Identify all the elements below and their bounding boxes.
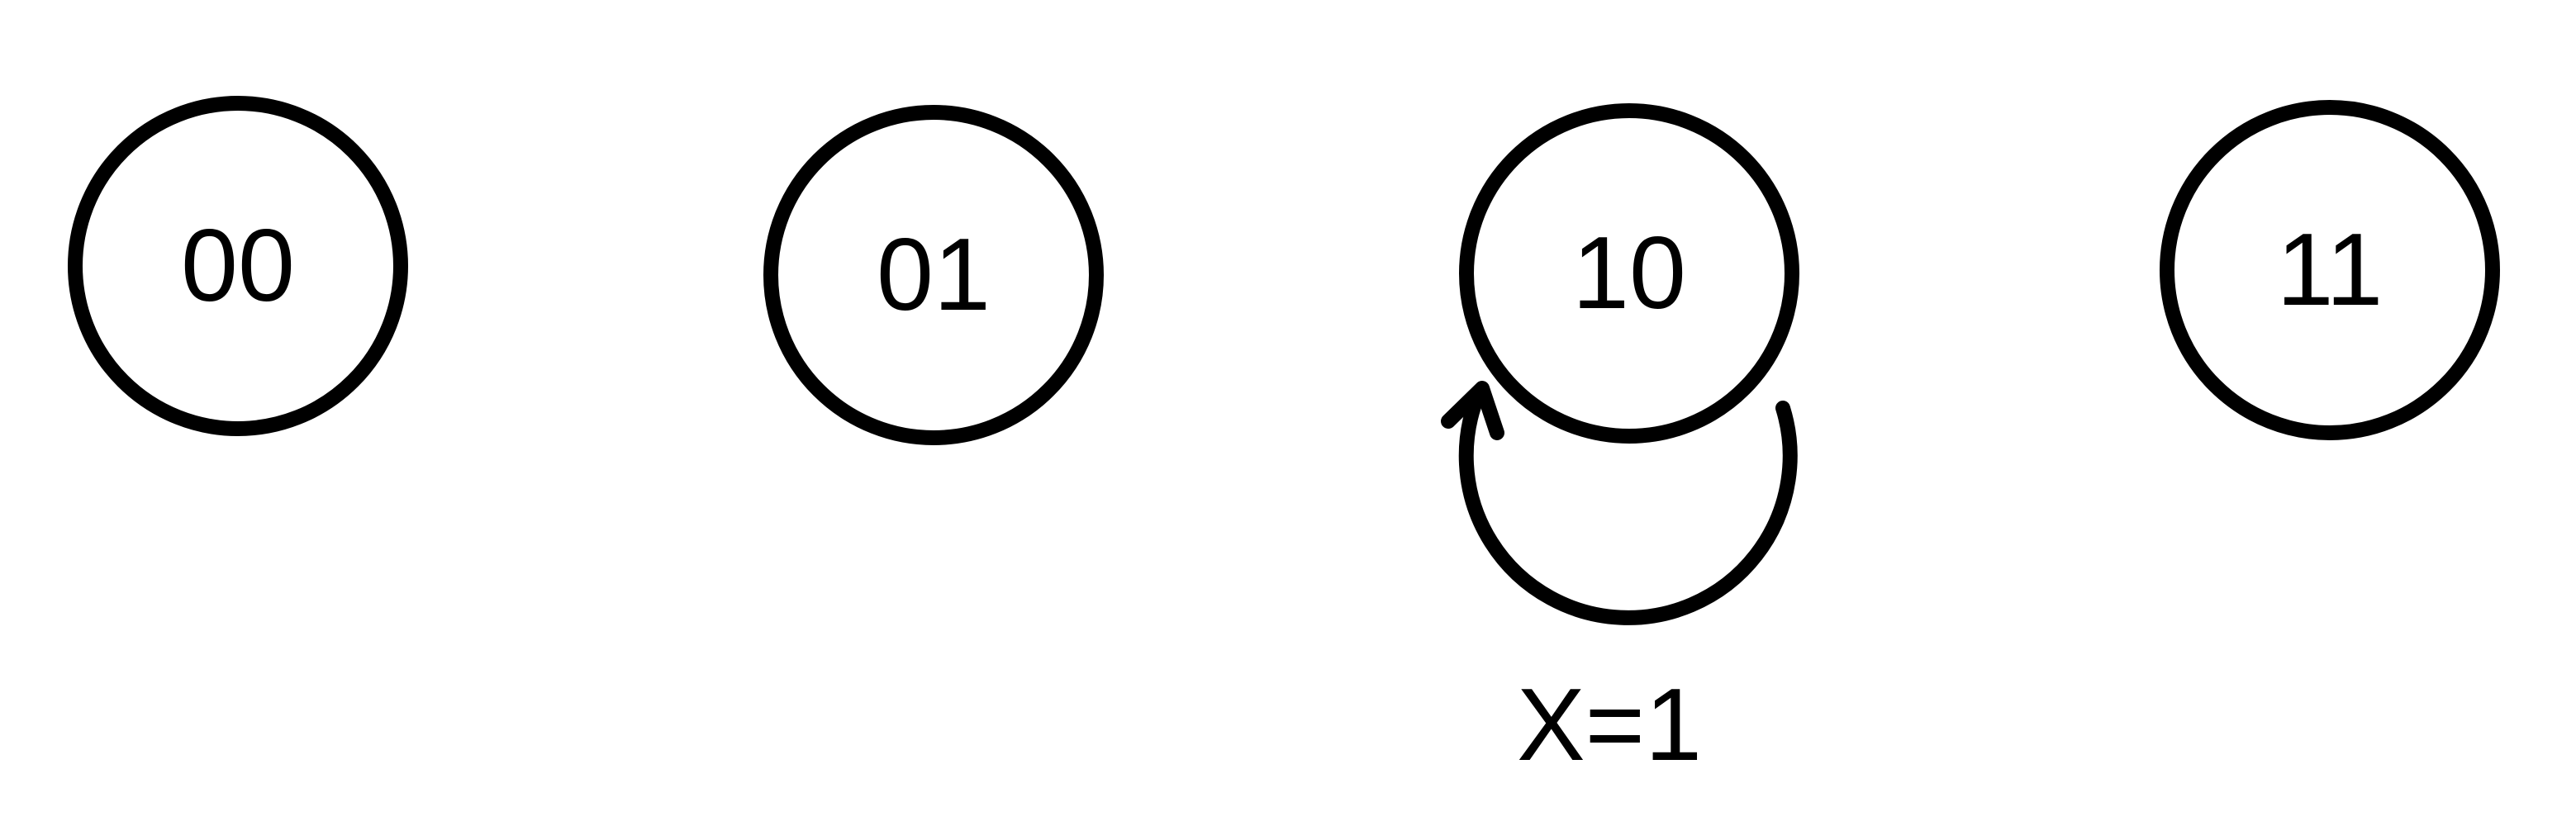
state-label-00: 00 <box>181 209 295 323</box>
self-loop-arrowhead <box>1441 381 1504 440</box>
state-node-10: 10 <box>1459 103 1799 444</box>
state-label-01: 01 <box>877 218 991 332</box>
transition-label: X=1 <box>1517 668 1702 782</box>
state-label-10: 10 <box>1572 216 1686 330</box>
state-node-01: 01 <box>763 105 1104 445</box>
self-loop-transition-10 <box>1441 381 1798 625</box>
state-circle-11 <box>2160 100 2500 440</box>
state-circle-00 <box>68 96 408 436</box>
state-circle-10 <box>1459 103 1799 444</box>
state-node-00: 00 <box>68 96 408 436</box>
state-node-11: 11 <box>2160 100 2500 440</box>
self-loop-arc <box>1458 386 1798 625</box>
state-circle-01 <box>763 105 1104 445</box>
state-label-11: 11 <box>2277 213 2384 327</box>
